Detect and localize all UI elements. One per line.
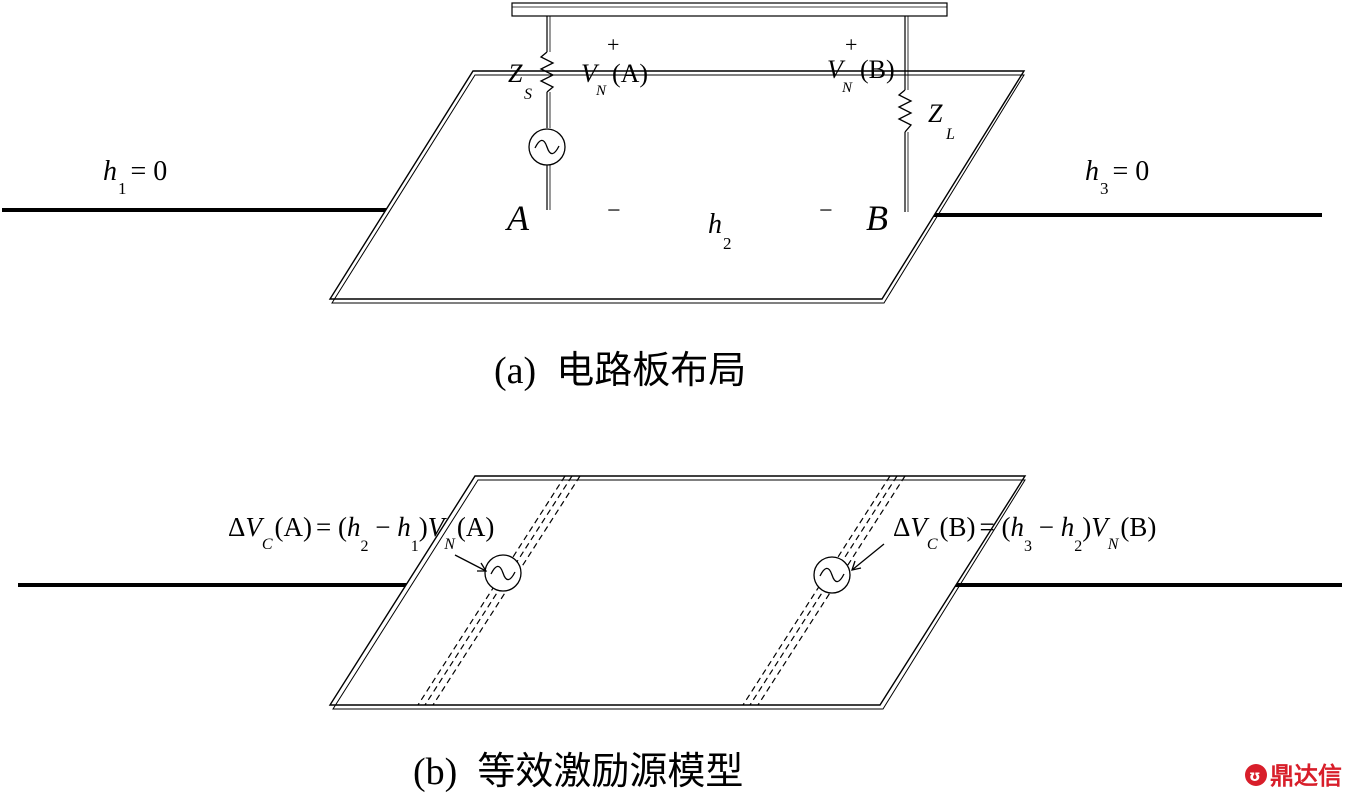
node-b-label: B bbox=[866, 198, 888, 238]
caption-a: (a)电路板布局 bbox=[494, 348, 746, 392]
dashed-strip-b bbox=[742, 475, 906, 706]
watermark-text: 鼎达信 bbox=[1270, 762, 1342, 790]
voltage-source-b-left bbox=[484, 554, 522, 592]
resistor-zl bbox=[897, 89, 913, 133]
label-vnb: VN(B) bbox=[827, 55, 895, 96]
board-outline-b bbox=[328, 475, 1027, 706]
label-h1: h1= 0 bbox=[103, 156, 167, 198]
arrow-b bbox=[851, 543, 885, 571]
diagram-b: ΔVC(A)= (h2 − h1)VN(A) ΔVC(B)= (h3 − h2)… bbox=[18, 475, 1342, 793]
dashed-strip-a bbox=[417, 475, 581, 706]
watermark-logo-icon bbox=[1245, 764, 1267, 786]
label-zs: ZS bbox=[508, 59, 532, 103]
voltage-source-a bbox=[528, 128, 566, 166]
equation-a: ΔVC(A)= (h2 − h1)VN(A) bbox=[228, 512, 494, 555]
label-h2: h2 bbox=[708, 209, 732, 253]
resistor-zs bbox=[539, 51, 555, 93]
board-outline-b-shadow bbox=[332, 479, 1026, 710]
board-outline-shadow bbox=[331, 74, 1025, 304]
vna-plus: + bbox=[607, 32, 619, 57]
equation-b: ΔVC(B)= (h3 − h2)VN(B) bbox=[893, 512, 1156, 555]
watermark: ʊ 鼎达信 bbox=[1245, 762, 1342, 790]
vnb-plus: + bbox=[845, 32, 857, 57]
arrow-a bbox=[454, 554, 488, 572]
node-a-label: A bbox=[505, 198, 530, 238]
diagram-a: h1= 0 h3= 0 h2 A B − − ZS ZL + VN(A) + V… bbox=[2, 2, 1322, 392]
minus-a: − bbox=[607, 198, 621, 224]
board-outline bbox=[328, 70, 1026, 300]
caption-b: (b)等效激励源模型 bbox=[413, 749, 743, 793]
label-zl: ZL bbox=[928, 99, 955, 143]
top-conductor bbox=[511, 2, 948, 17]
voltage-source-b-right bbox=[813, 556, 851, 594]
label-h3: h3= 0 bbox=[1085, 156, 1149, 198]
label-vna: VN(A) bbox=[581, 59, 648, 99]
minus-b: − bbox=[819, 198, 833, 224]
watermark-logo-glyph: ʊ bbox=[1249, 767, 1261, 785]
